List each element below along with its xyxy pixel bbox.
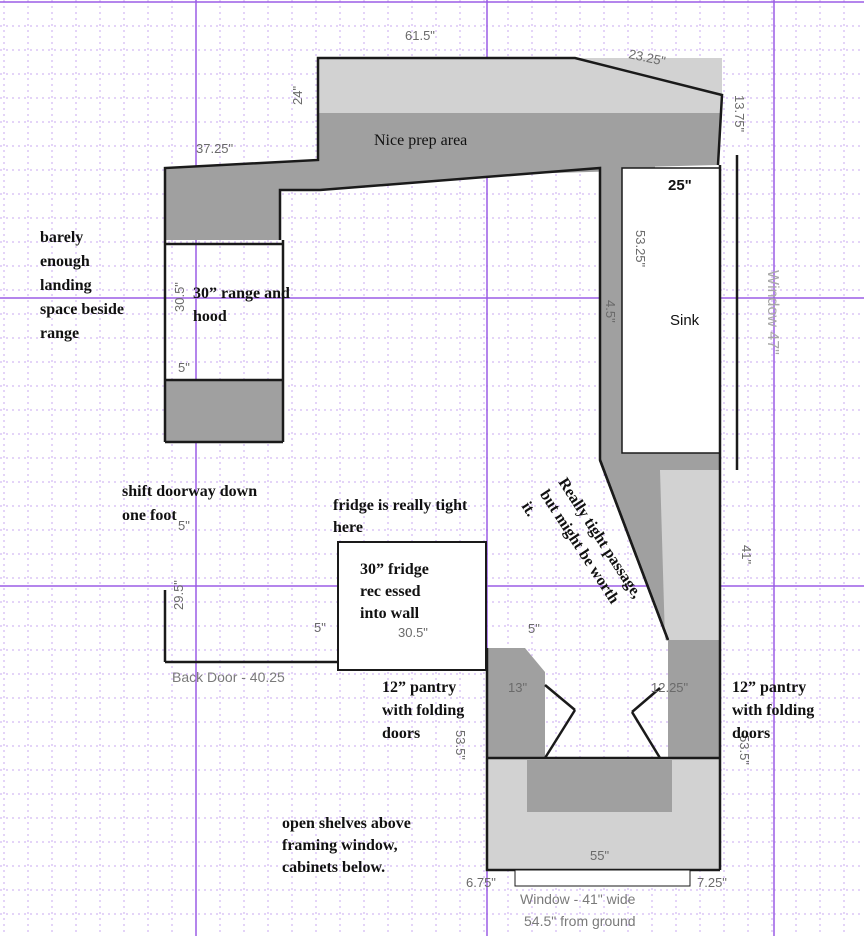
note-line: framing window, bbox=[282, 837, 398, 854]
dim-bottom-left-vertical: 53.5" bbox=[453, 730, 468, 760]
window-right-label: Window 47" bbox=[764, 270, 781, 355]
bottom-window-label-1: Window - 41" wide bbox=[520, 891, 636, 907]
dim-right-mid: 41" bbox=[739, 545, 754, 564]
pantry-door-left bbox=[543, 709, 577, 759]
dim-bottom-right-edge: 7.25" bbox=[697, 875, 727, 890]
note-fridge: 30” fridge rec essed into wall bbox=[360, 561, 429, 622]
dim-pantry-left: 13" bbox=[508, 680, 527, 695]
pantry-door-left-2 bbox=[544, 684, 576, 711]
note-line: doors bbox=[732, 725, 770, 742]
note-line: here bbox=[333, 519, 363, 536]
area-labels: Nice prep area Sink Window 47" Back Door… bbox=[172, 132, 781, 929]
dim-bottom-right-vertical: 53.5" bbox=[737, 735, 752, 765]
dim-sink-vertical: 53.25" bbox=[633, 230, 648, 268]
note-range: 30” range and hood bbox=[193, 285, 290, 325]
sink-cabinet bbox=[621, 167, 721, 454]
note-pantry-left: 12” pantry with folding doors bbox=[382, 679, 464, 742]
dim-range-gap: 5" bbox=[178, 360, 190, 375]
note-line: range bbox=[40, 325, 79, 342]
upper-counter-back-strip bbox=[318, 58, 722, 113]
prep-area-label: Nice prep area bbox=[374, 132, 467, 149]
note-line: with folding bbox=[382, 702, 464, 719]
note-line: enough bbox=[40, 253, 90, 270]
note-line: one foot bbox=[122, 507, 177, 524]
note-line: landing bbox=[40, 277, 92, 294]
note-line: hood bbox=[193, 308, 227, 325]
back-door-label: Back Door - 40.25 bbox=[172, 669, 285, 685]
pantry-door-right-2 bbox=[631, 687, 661, 713]
dim-sink-top: 25" bbox=[668, 177, 692, 194]
note-line: fridge is really tight bbox=[333, 497, 468, 514]
note-line: cabinets below. bbox=[282, 859, 385, 876]
sink-label: Sink bbox=[670, 312, 700, 329]
note-line: it. bbox=[518, 499, 540, 520]
note-line: barely bbox=[40, 229, 83, 246]
pantry-door-right bbox=[630, 711, 662, 759]
bottom-window-label-2: 54.5" from ground bbox=[524, 913, 636, 929]
note-line: into wall bbox=[360, 605, 420, 622]
note-line: 30” fridge bbox=[360, 561, 429, 578]
walls bbox=[163, 56, 739, 872]
counters bbox=[165, 58, 722, 870]
note-pantry-right: 12” pantry with folding doors bbox=[732, 679, 814, 742]
dim-bottom-left-edge: 6.75" bbox=[466, 875, 496, 890]
note-shelves: open shelves above framing window, cabinet… bbox=[282, 815, 411, 876]
note-line: doors bbox=[382, 725, 420, 742]
note-line: shift doorway down bbox=[122, 483, 257, 500]
left-lower-counter bbox=[165, 380, 283, 442]
dim-left-short: 24" bbox=[290, 86, 305, 105]
fridge bbox=[337, 541, 487, 671]
note-fridge-tight: fridge is really tight here bbox=[333, 497, 468, 536]
dim-right-top: 13.75" bbox=[732, 95, 747, 133]
dim-top: 61.5" bbox=[405, 28, 435, 43]
dim-fridge-gap: 5" bbox=[314, 620, 326, 635]
pantry-left bbox=[487, 648, 545, 758]
pantry-right bbox=[668, 642, 720, 760]
upper-wall-outline bbox=[163, 56, 724, 240]
dim-bottom-counter: 55" bbox=[590, 848, 609, 863]
upper-counter-inner bbox=[320, 118, 655, 180]
bottom-window bbox=[514, 869, 691, 887]
right-light-strip bbox=[660, 470, 720, 640]
dim-pantry-gap: 5" bbox=[528, 621, 540, 636]
dim-left-wall: 5" bbox=[178, 518, 190, 533]
dim-pantry-right: 12.25" bbox=[651, 680, 689, 695]
dim-range-side: 30.5" bbox=[172, 282, 187, 312]
note-line: 30” range and bbox=[193, 285, 290, 302]
dim-passage: 4.5" bbox=[603, 300, 618, 323]
note-line: with folding bbox=[732, 702, 814, 719]
bottom-counter-inner bbox=[527, 760, 672, 812]
dim-fridge-width: 30.5" bbox=[398, 625, 428, 640]
note-line: rec essed bbox=[360, 583, 421, 600]
note-line: space beside bbox=[40, 301, 124, 318]
note-line: 12” pantry bbox=[382, 679, 456, 696]
note-doorway: shift doorway down one foot bbox=[122, 483, 257, 524]
dim-door-side: 29.5" bbox=[171, 580, 186, 610]
note-line: open shelves above bbox=[282, 815, 411, 832]
note-line: 12” pantry bbox=[732, 679, 806, 696]
passage-diagonal bbox=[598, 459, 670, 641]
dim-upper-left: 37.25" bbox=[196, 141, 234, 156]
note-landing: barely enough landing space beside range bbox=[40, 229, 124, 342]
